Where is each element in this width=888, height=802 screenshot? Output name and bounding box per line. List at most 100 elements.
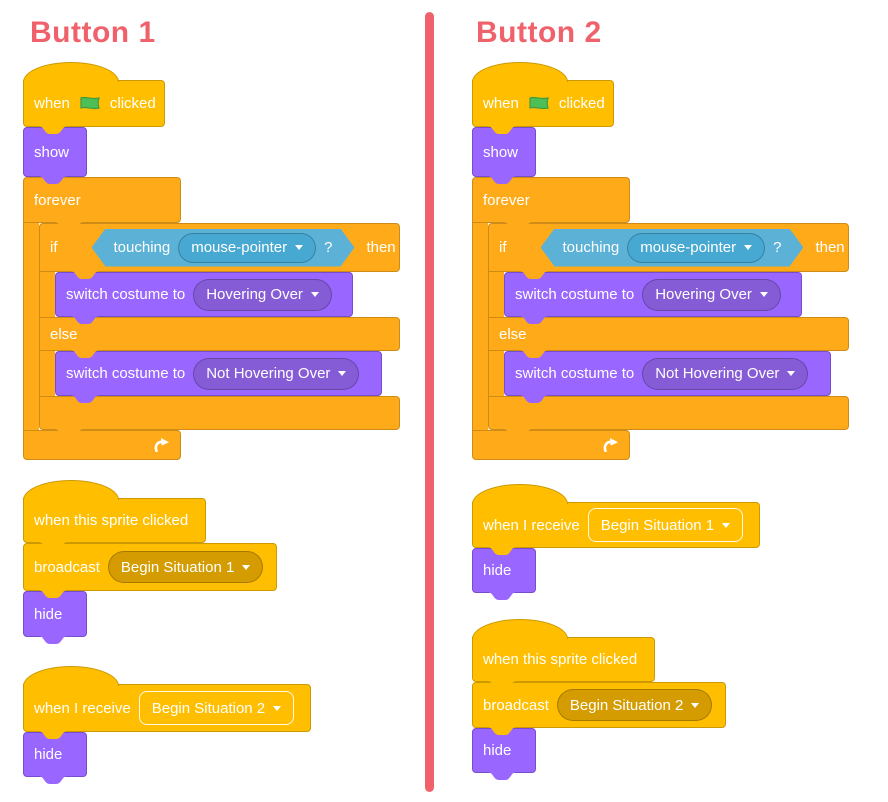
block-forever-wall [23, 223, 39, 430]
dropdown-value: Begin Situation 2 [151, 699, 266, 717]
block-label: forever [34, 191, 81, 209]
block-label: switch costume to [66, 365, 186, 382]
block-tab [487, 126, 517, 134]
block-tab [519, 271, 549, 279]
block-tab [38, 731, 68, 739]
block-switch-costume-not-hovering[interactable]: switch costume to Not Hovering Over [504, 351, 831, 396]
block-else-bar[interactable]: else [39, 317, 400, 351]
block-label: then [815, 239, 845, 256]
block-tab [54, 222, 84, 230]
dropdown-caret-icon [744, 245, 752, 250]
hat-dome [23, 62, 119, 82]
column-title-left: Button 1 [30, 16, 156, 49]
block-label: forever [483, 191, 530, 209]
block-hide[interactable]: hide [23, 732, 87, 777]
block-tab [38, 126, 68, 134]
block-tab [70, 350, 100, 358]
dropdown-value: Begin Situation 1 [600, 516, 715, 534]
dropdown-value: Begin Situation 1 [120, 558, 235, 576]
block-hide[interactable]: hide [23, 591, 87, 637]
loop-arrow-icon [154, 438, 169, 452]
block-broadcast[interactable]: broadcast Begin Situation 1 [23, 543, 277, 591]
block-tab [38, 176, 68, 184]
block-if-top[interactable]: if touching mouse-pointer ? then [39, 223, 400, 272]
block-label: switch costume to [515, 286, 635, 303]
block-when-flag-clicked[interactable]: when clicked [23, 62, 165, 127]
broadcast-message-dropdown[interactable]: Begin Situation 1 [107, 551, 264, 583]
dropdown-caret-icon [273, 705, 282, 711]
costume-dropdown-not-hovering[interactable]: Not Hovering Over [193, 357, 360, 390]
block-if-wall [39, 351, 55, 396]
block-label: when [483, 95, 519, 112]
block-label: if [50, 239, 58, 256]
block-tab [503, 222, 533, 230]
block-tab [519, 316, 549, 324]
touching-condition[interactable]: touching mouse-pointer ? [92, 229, 355, 267]
block-tab [487, 727, 517, 735]
block-tab [70, 395, 100, 403]
block-when-sprite-clicked[interactable]: when this sprite clicked [23, 480, 206, 543]
block-forever-bottom[interactable] [23, 430, 181, 460]
block-label: show [34, 143, 70, 161]
dropdown-value: Not Hovering Over [206, 365, 331, 382]
dropdown-caret-icon [691, 702, 700, 708]
green-flag-icon [529, 96, 549, 109]
block-else-bar[interactable]: else [488, 317, 849, 351]
block-forever-top[interactable]: forever [23, 177, 181, 223]
block-label: hide [34, 605, 63, 623]
dropdown-caret-icon [295, 245, 303, 250]
costume-dropdown-not-hovering[interactable]: Not Hovering Over [642, 357, 809, 390]
costume-dropdown-hovering[interactable]: Hovering Over [642, 278, 781, 311]
block-label: when I receive [34, 699, 131, 717]
block-switch-costume-hovering[interactable]: switch costume to Hovering Over [55, 272, 353, 317]
block-if-bottom[interactable] [39, 396, 400, 430]
block-forever-bottom[interactable] [472, 430, 630, 460]
block-when-i-receive[interactable]: when I receive Begin Situation 2 [23, 666, 311, 732]
block-label: else [50, 325, 78, 343]
block-if-top[interactable]: if touching mouse-pointer ? then [488, 223, 849, 272]
receive-message-dropdown[interactable]: Begin Situation 2 [138, 691, 295, 725]
block-switch-costume-hovering[interactable]: switch costume to Hovering Over [504, 272, 802, 317]
block-label: touching [562, 239, 620, 256]
block-label: touching [113, 239, 171, 256]
broadcast-message-dropdown[interactable]: Begin Situation 2 [556, 689, 713, 721]
block-if-wall [488, 272, 504, 317]
touching-condition[interactable]: touching mouse-pointer ? [541, 229, 804, 267]
block-label: hide [483, 742, 512, 759]
block-tab [38, 590, 68, 598]
block-label: when this sprite clicked [483, 651, 638, 668]
block-label: if [499, 239, 507, 256]
column-divider [425, 12, 434, 792]
loop-arrow-icon [603, 438, 618, 452]
block-tab [70, 316, 100, 324]
block-tab [519, 395, 549, 403]
block-forever-top[interactable]: forever [472, 177, 630, 223]
block-broadcast[interactable]: broadcast Begin Situation 2 [472, 682, 726, 728]
block-if-bottom[interactable] [488, 396, 849, 430]
block-tab [38, 636, 68, 644]
receive-message-dropdown[interactable]: Begin Situation 1 [587, 508, 744, 542]
block-hide[interactable]: hide [472, 728, 536, 773]
dropdown-value: Begin Situation 2 [569, 696, 684, 714]
block-switch-costume-not-hovering[interactable]: switch costume to Not Hovering Over [55, 351, 382, 396]
block-when-i-receive[interactable]: when I receive Begin Situation 1 [472, 484, 760, 548]
block-label: switch costume to [66, 286, 186, 303]
touching-target-dropdown[interactable]: mouse-pointer [178, 233, 316, 263]
green-flag-icon [80, 96, 100, 109]
dropdown-caret-icon [338, 371, 347, 376]
hat-dome [472, 484, 568, 504]
block-label: then [366, 239, 396, 256]
block-show[interactable]: show [23, 127, 87, 177]
block-show[interactable]: show [472, 127, 536, 177]
block-label: hide [34, 746, 63, 763]
block-when-flag-clicked[interactable]: when clicked [472, 62, 614, 127]
block-when-sprite-clicked[interactable]: when this sprite clicked [472, 619, 655, 682]
block-label: hide [483, 562, 512, 579]
touching-target-dropdown[interactable]: mouse-pointer [627, 233, 765, 263]
block-tab [487, 681, 517, 689]
block-hide[interactable]: hide [472, 548, 536, 593]
dropdown-value: Hovering Over [655, 286, 752, 303]
costume-dropdown-hovering[interactable]: Hovering Over [193, 278, 332, 311]
block-label: show [483, 143, 519, 161]
block-label: switch costume to [515, 365, 635, 382]
